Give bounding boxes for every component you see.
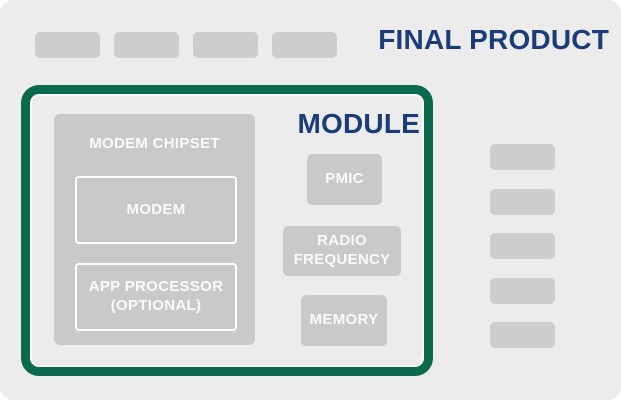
radio-frequency-box: RADIO FREQUENCY [283,226,401,276]
side-chip [490,322,555,348]
module-outline: MODULE MODEM CHIPSET MODEM APP PROCESSOR… [21,85,433,376]
top-chip [193,32,258,58]
pmic-box: PMIC [307,154,382,205]
top-chip [272,32,337,58]
top-chip [114,32,179,58]
side-chip [490,189,555,215]
modem-box: MODEM [75,176,237,244]
side-chip [490,278,555,304]
side-chip [490,233,555,259]
page-title: FINAL PRODUCT [378,24,609,55]
side-chip [490,144,555,170]
app-processor-box: APP PROCESSOR (OPTIONAL) [75,263,237,331]
memory-box: MEMORY [301,295,387,346]
modem-chipset-label: MODEM CHIPSET [89,135,220,152]
top-chip [35,32,100,58]
module-title: MODULE [297,108,420,139]
modem-chipset-box: MODEM CHIPSET MODEM APP PROCESSOR (OPTIO… [54,114,255,345]
